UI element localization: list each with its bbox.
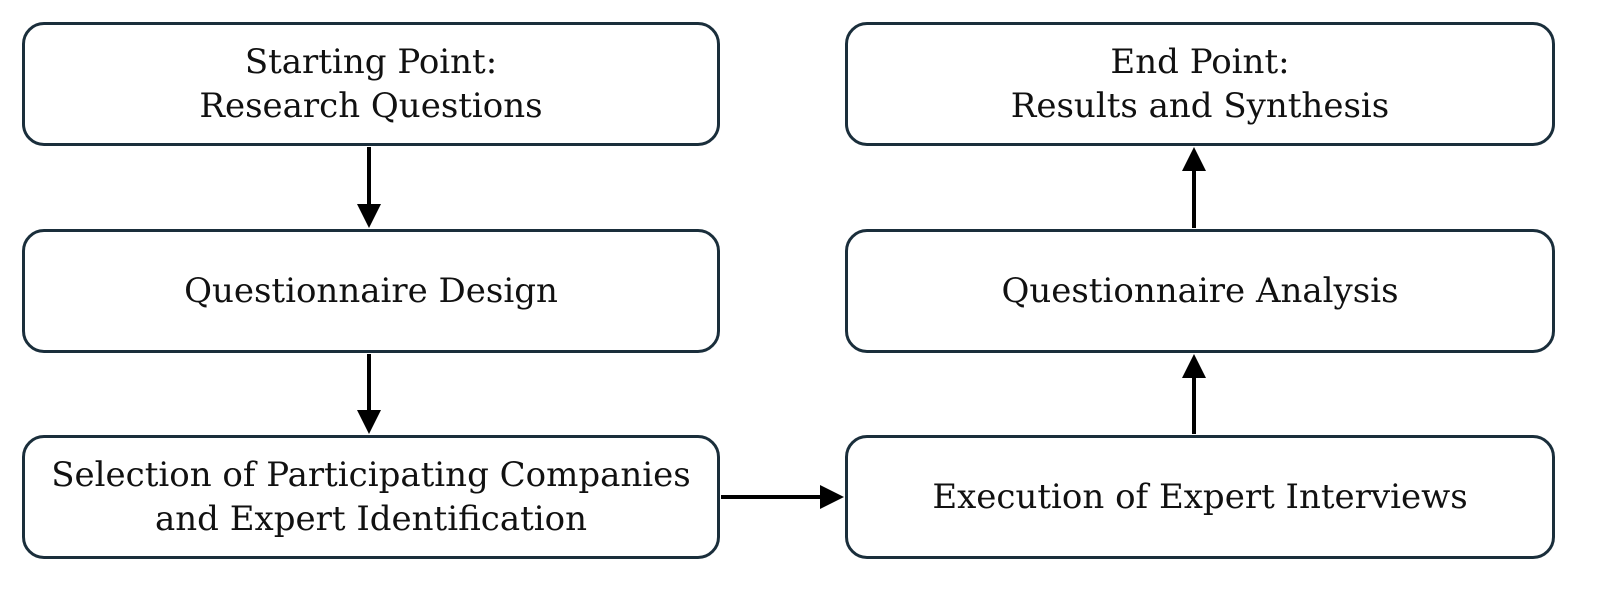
node-starting-point-line-2: Research Questions (199, 86, 543, 126)
node-starting-point-line-1: Starting Point: (244, 42, 498, 82)
node-selection-line-1: Selection of Participating Companies (51, 455, 691, 495)
node-selection-of-companies: Selection of Participating Companies and… (22, 435, 720, 559)
node-questionnaire-design-label: Questionnaire Design (184, 271, 558, 311)
node-questionnaire-design: Questionnaire Design (22, 229, 720, 353)
node-execution-label: Execution of Expert Interviews (932, 477, 1468, 517)
node-questionnaire-analysis-label: Questionnaire Analysis (1001, 271, 1399, 311)
node-end-point: End Point: Results and Synthesis (845, 22, 1555, 146)
node-questionnaire-analysis: Questionnaire Analysis (845, 229, 1555, 353)
node-end-point-line-2: Results and Synthesis (1010, 86, 1390, 126)
node-selection-line-2: and Expert Identification (155, 499, 587, 539)
node-execution-of-interviews: Execution of Expert Interviews (845, 435, 1555, 559)
node-starting-point: Starting Point: Research Questions (22, 22, 720, 146)
node-end-point-line-1: End Point: (1110, 42, 1290, 82)
